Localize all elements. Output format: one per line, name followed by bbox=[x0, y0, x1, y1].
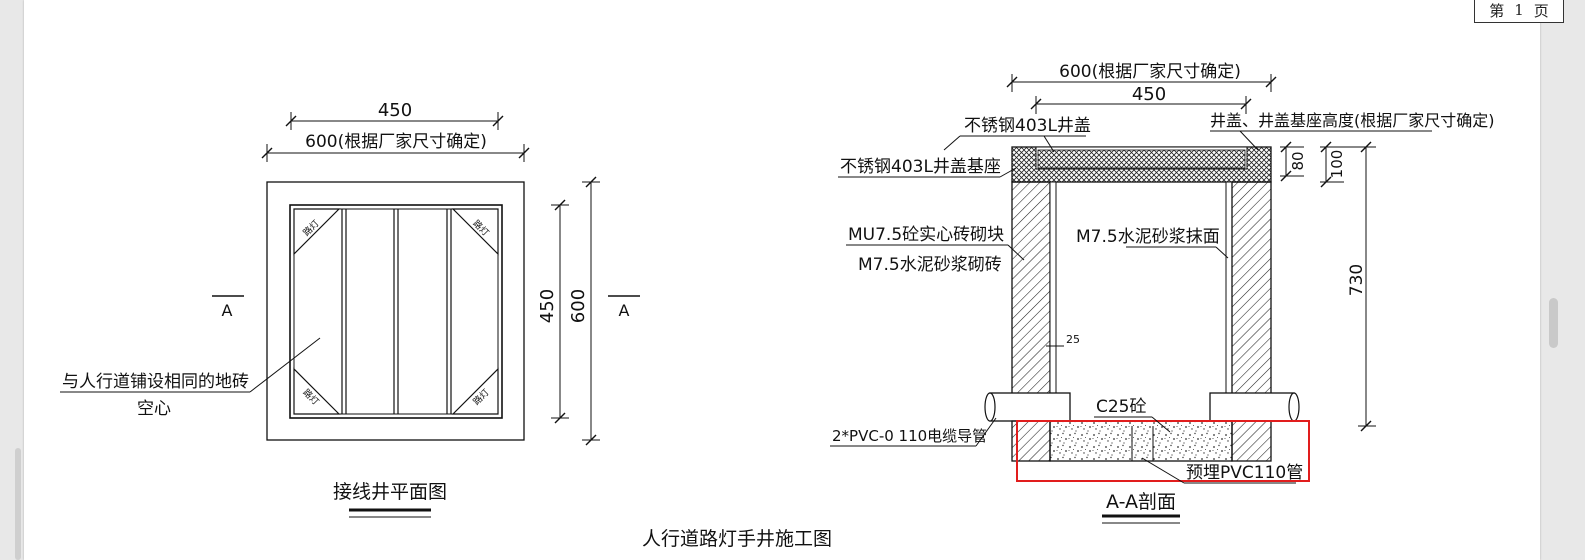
label-concrete-text: C25砼 bbox=[1096, 397, 1147, 417]
left-wall bbox=[1011, 181, 1051, 395]
label-pipe: 预埋PVC110管 bbox=[1141, 457, 1303, 484]
page-counter-suffix: 页 bbox=[1533, 1, 1549, 20]
c25-concrete-base bbox=[1049, 420, 1233, 462]
section-dim-730: 730 bbox=[1344, 141, 1376, 432]
cad-drawing: 450 600(根据厂家尺寸确定) bbox=[60, 62, 1495, 550]
corner-tag-tl: 路灯 bbox=[300, 217, 321, 238]
plan-cover-edge bbox=[293, 208, 499, 415]
plan-dim-side-inner: 450 bbox=[537, 199, 569, 424]
corner-tag-bl: 路灯 bbox=[300, 386, 321, 407]
highlight-box bbox=[1016, 420, 1310, 482]
label-concrete: C25砼 bbox=[1094, 397, 1171, 433]
section-dim-25-text: 25 bbox=[1066, 333, 1080, 346]
section-mark-left-text: A bbox=[222, 301, 233, 320]
section-caption: A-A剖面 bbox=[1102, 491, 1180, 524]
plan-note-line2: 空心 bbox=[137, 399, 171, 419]
plan-note-line1: 与人行道铺设相同的地砖 bbox=[62, 372, 249, 392]
plan-dim-top-inner-text: 450 bbox=[378, 100, 412, 121]
plan-dim-top-outer-text: 600(根据厂家尺寸确定) bbox=[305, 132, 487, 152]
plan-dim-top-inner: 450 bbox=[285, 100, 504, 130]
section-dim-100-text: 100 bbox=[1328, 150, 1346, 179]
left-panel-scrollbar-thumb[interactable] bbox=[15, 448, 21, 560]
corner-tag-br: 路灯 bbox=[470, 386, 491, 407]
right-wall bbox=[1231, 181, 1272, 395]
vertical-scrollbar[interactable] bbox=[1548, 0, 1560, 560]
plan-dim-top-outer: 600(根据厂家尺寸确定) bbox=[261, 132, 530, 162]
label-brick-line2: M7.5水泥砂浆砌砖 bbox=[858, 255, 1002, 275]
plan-inner-frame bbox=[289, 204, 503, 419]
section-mark-right-text: A bbox=[619, 301, 630, 320]
section-mark-left: A bbox=[212, 295, 244, 320]
plan-tile-strips bbox=[341, 209, 452, 414]
page-counter-prefix: 第 bbox=[1489, 1, 1505, 20]
section-dim-top-inner: 450 bbox=[1030, 84, 1252, 114]
plan-dim-side-outer-text: 600 bbox=[568, 289, 589, 323]
section-dim-730-text: 730 bbox=[1347, 264, 1367, 296]
label-cover-height-text: 井盖、井盖基座高度(根据厂家尺寸确定) bbox=[1210, 111, 1495, 130]
plan-caption-text: 接线井平面图 bbox=[333, 481, 447, 503]
label-pipe-text: 预埋PVC110管 bbox=[1186, 463, 1303, 483]
plan-dim-side-inner-text: 450 bbox=[537, 289, 558, 323]
label-cover: 不锈钢403L井盖 bbox=[943, 116, 1091, 153]
label-brick-line1: MU7.5砼实心砖砌块 bbox=[848, 225, 1004, 245]
drawing-title: 人行道路灯手井施工图 bbox=[642, 528, 832, 550]
label-conduit: 2*PVC-0 110电缆导管 bbox=[830, 417, 997, 447]
right-footing bbox=[1231, 420, 1272, 462]
conduit-right bbox=[1209, 392, 1300, 422]
label-conduit-text: 2*PVC-0 110电缆导管 bbox=[832, 427, 987, 445]
conduit-left bbox=[984, 392, 1071, 422]
section-dim-top-outer-text: 600(根据厂家尺寸确定) bbox=[1059, 62, 1241, 82]
plan-corner-tags: 路灯 路灯 路灯 路灯 bbox=[300, 217, 491, 407]
section-dim-25: 25 bbox=[1046, 333, 1080, 352]
right-plaster bbox=[1225, 181, 1233, 395]
section-dim-80: 80 bbox=[1280, 141, 1307, 182]
label-plaster-text: M7.5水泥砂浆抹面 bbox=[1076, 227, 1220, 247]
plan-corner-brackets bbox=[293, 208, 499, 415]
corner-tag-tr: 路灯 bbox=[470, 217, 491, 238]
label-cover-base: 不锈钢403L井盖基座 bbox=[838, 157, 1017, 178]
section-dim-top-outer: 600(根据厂家尺寸确定) bbox=[1006, 62, 1277, 92]
section-caption-text: A-A剖面 bbox=[1106, 491, 1176, 513]
plan-caption: 接线井平面图 bbox=[333, 481, 447, 518]
label-plaster: M7.5水泥砂浆抹面 bbox=[1076, 227, 1229, 259]
section-mark-right: A bbox=[608, 295, 640, 320]
page-number: 1 bbox=[1514, 1, 1524, 19]
label-cover-height: 井盖、井盖基座高度(根据厂家尺寸确定) bbox=[1210, 111, 1495, 151]
label-cover-text: 不锈钢403L井盖 bbox=[964, 116, 1091, 136]
section-dim-100: 100 bbox=[1320, 141, 1346, 188]
drawing-page: 第 1 页 bbox=[24, 0, 1564, 560]
left-footing bbox=[1011, 420, 1051, 462]
page-counter: 第 1 页 bbox=[1474, 0, 1564, 23]
left-plaster bbox=[1049, 181, 1057, 395]
plan-view: 450 600(根据厂家尺寸确定) bbox=[60, 100, 640, 518]
vertical-scrollbar-thumb[interactable] bbox=[1549, 298, 1558, 348]
section-view: 600(根据厂家尺寸确定) 450 bbox=[830, 62, 1495, 524]
section-dim-top-inner-text: 450 bbox=[1132, 84, 1166, 105]
cover-plate bbox=[1037, 149, 1246, 169]
section-dim-80-text: 80 bbox=[1289, 151, 1307, 170]
label-cover-base-text: 不锈钢403L井盖基座 bbox=[840, 157, 1001, 177]
plan-note: 与人行道铺设相同的地砖 空心 bbox=[60, 337, 321, 419]
plan-dim-side-outer: 600 bbox=[568, 176, 600, 446]
label-brick: MU7.5砼实心砖砌块 M7.5水泥砂浆砌砖 bbox=[846, 225, 1025, 275]
plan-outer-frame bbox=[266, 181, 525, 441]
